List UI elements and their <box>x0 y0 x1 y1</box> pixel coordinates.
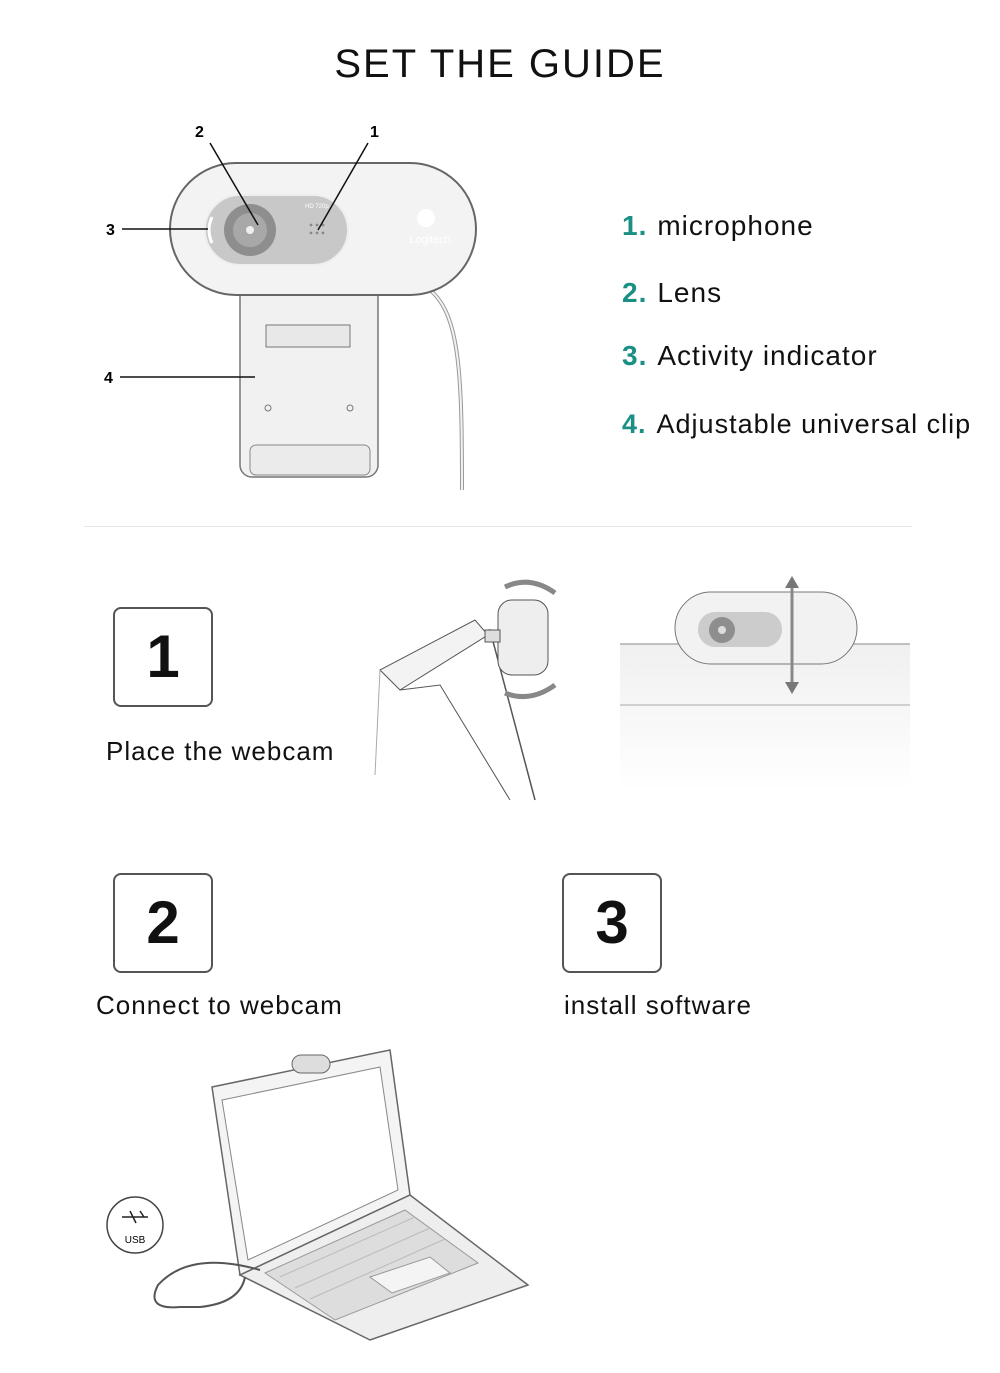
camera-badge: HD 720p <box>305 204 329 210</box>
callout-2: 2 <box>195 124 204 141</box>
part-item-2: 2. Lens <box>622 277 722 309</box>
part-item-1: 1. microphone <box>622 210 814 242</box>
laptop-top-illustration <box>620 576 910 790</box>
callout-3: 3 <box>106 222 115 239</box>
step-2-label: Connect to webcam <box>96 990 343 1020</box>
part-number: 2. <box>622 277 648 308</box>
usb-label: USB <box>125 1235 146 1246</box>
part-item-4: 4. Adjustable universal clip <box>622 409 971 440</box>
step-3-label: install software <box>564 990 752 1020</box>
part-item-3: 3. Activity indicator <box>622 340 878 372</box>
step-2-badge: 2 <box>113 873 213 973</box>
part-label: microphone <box>657 210 814 241</box>
part-label: Lens <box>657 277 723 308</box>
brand-logo: Logitech <box>409 234 451 246</box>
monitor-clip-illustration <box>374 579 557 801</box>
webcam-diagram: HD 720p Logitech 1 2 3 4 <box>104 124 477 491</box>
callout-1: 1 <box>370 124 379 141</box>
step-3-badge: 3 <box>562 873 662 973</box>
callout-4: 4 <box>104 370 113 387</box>
page-title: SET THE GUIDE <box>334 42 666 86</box>
part-number: 3. <box>622 340 648 371</box>
step-1-label: Place the webcam <box>106 736 335 766</box>
part-label: Activity indicator <box>657 340 878 371</box>
part-number: 1. <box>622 210 648 241</box>
part-number: 4. <box>622 409 647 439</box>
part-label: Adjustable universal clip <box>656 409 972 439</box>
usb-icon <box>122 1210 148 1224</box>
step-1-badge: 1 <box>113 607 213 707</box>
divider <box>84 526 912 527</box>
laptop-usb-illustration: USB <box>106 1049 530 1341</box>
